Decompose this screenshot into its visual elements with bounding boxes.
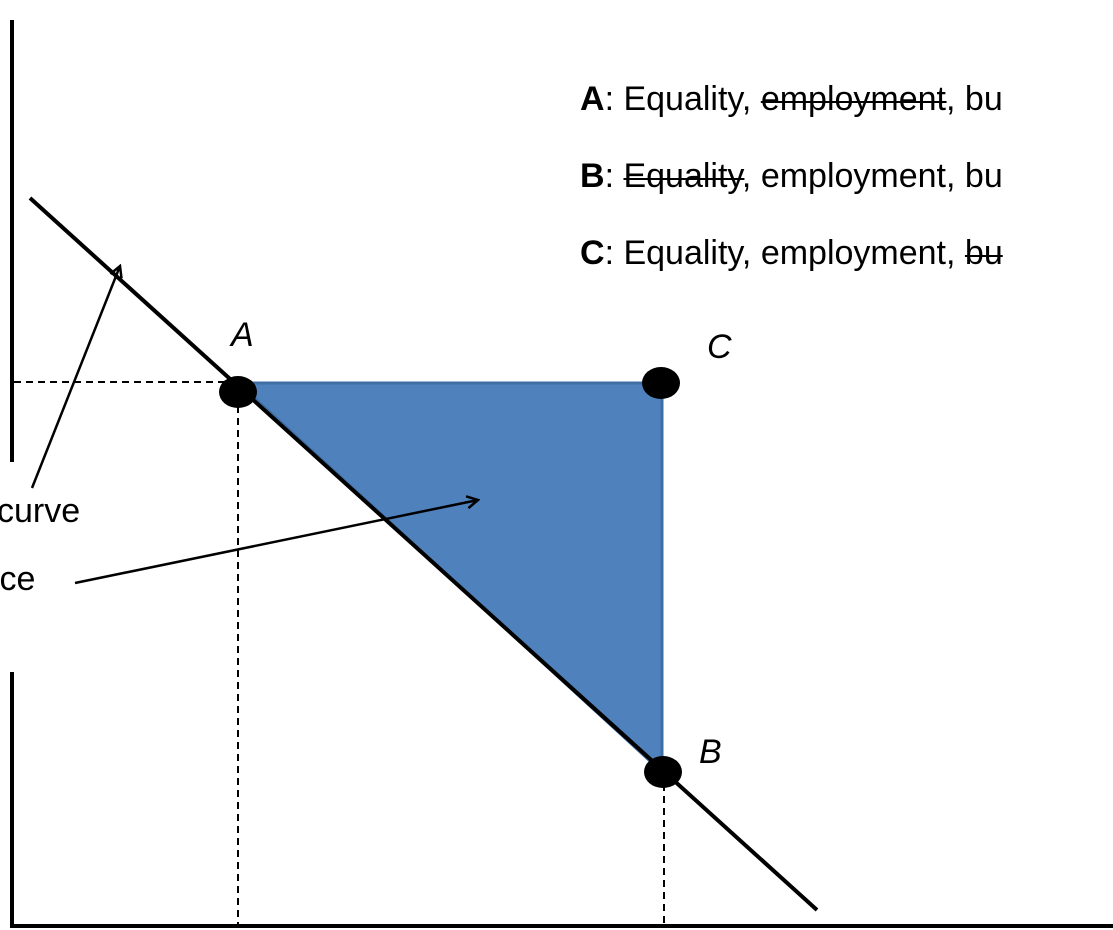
legend-key-b: B — [580, 157, 605, 195]
choice-arrow — [74, 500, 478, 585]
legend: A: Equality, employment, bu B: Equality,… — [580, 80, 1003, 272]
point-c-marker — [642, 367, 680, 399]
point-b-label: B — [699, 733, 722, 771]
point-c-label: C — [707, 328, 732, 366]
strikethrough-lines — [623, 101, 1003, 258]
legend-key-a: A — [580, 80, 605, 118]
legend-row-b: B: Equality, employment, bu — [580, 157, 1003, 195]
legend-key-c: C — [580, 234, 605, 272]
legend-row-a: A: Equality, employment, bu — [580, 80, 1003, 118]
legend-row-c: C: Equality, employment, bu — [580, 234, 1003, 272]
point-a-marker — [219, 376, 257, 408]
choice-annotation: ice — [0, 560, 35, 598]
tradeoff-line — [28, 196, 819, 912]
point-b-marker — [644, 756, 682, 788]
curve-arrow — [30, 266, 120, 489]
curve-annotation: curve — [0, 492, 80, 530]
point-a-label: A — [229, 316, 254, 354]
